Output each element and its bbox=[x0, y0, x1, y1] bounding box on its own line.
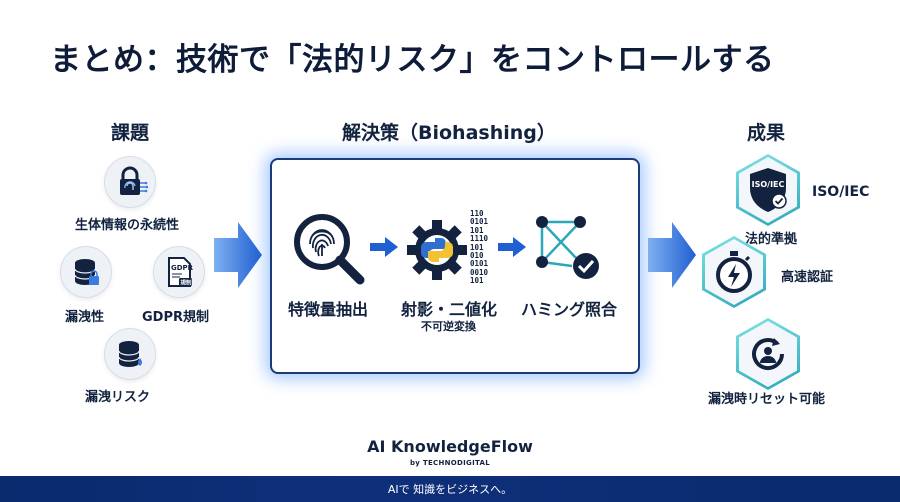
hex-badge bbox=[736, 318, 800, 390]
result-label-compliance: 法的準拠 bbox=[745, 232, 798, 247]
binary-line: 110 bbox=[470, 209, 484, 218]
stopwatch-lightning-icon bbox=[716, 251, 752, 293]
issues-heading: 課題 bbox=[111, 122, 150, 144]
issue-label-leakability: 漏洩性 bbox=[65, 310, 105, 325]
binary-column: 110 0101 101 1110 101 010 0101 0010 101 bbox=[470, 209, 494, 286]
binary-line: 101 bbox=[470, 276, 484, 286]
binary-line: 101 bbox=[470, 242, 484, 252]
lock-fingerprint-icon bbox=[104, 156, 156, 208]
binary-line: 010 bbox=[470, 251, 484, 261]
step-label-feature-extraction: 特徴量抽出 bbox=[288, 300, 369, 319]
gdpr-doc-text: GDPR bbox=[171, 264, 194, 272]
binary-line: 1110 bbox=[470, 234, 489, 244]
brand-sub: by TECHNODIGITAL bbox=[409, 459, 491, 467]
binary-line: 0010 bbox=[470, 267, 489, 277]
network-check-icon bbox=[536, 216, 599, 279]
binary-line: 0101 bbox=[470, 259, 489, 269]
fingerprint-search-icon bbox=[294, 214, 365, 285]
small-arrow-icon bbox=[370, 237, 398, 257]
result-label-reset: 漏洩時リセット可能 bbox=[708, 392, 826, 407]
arrow-right-icon bbox=[214, 222, 262, 288]
issue-label-leak-risk: 漏洩リスク bbox=[85, 390, 151, 405]
issue-label-permanence: 生体情報の永続性 bbox=[75, 218, 180, 233]
database-lock-icon bbox=[60, 246, 112, 298]
result-label-fast-auth: 高速認証 bbox=[781, 270, 834, 285]
step-label-hamming: ハミング照合 bbox=[521, 300, 618, 319]
results-heading: 成果 bbox=[747, 122, 786, 144]
database-leak-icon bbox=[104, 328, 156, 380]
step-label-projection: 射影・二値化 bbox=[401, 300, 498, 319]
binary-line: 101 bbox=[470, 225, 484, 235]
shield-badge-text: ISO/IEC bbox=[752, 180, 785, 189]
small-arrow-icon bbox=[498, 237, 526, 257]
gdpr-stamp-text: 規制 bbox=[181, 279, 193, 287]
step-sublabel-irreversible: 不可逆変換 bbox=[421, 320, 476, 333]
hex-badge: ISO/IEC bbox=[736, 154, 800, 226]
arrow-right-icon bbox=[648, 222, 696, 288]
gdpr-document-icon: GDPR 規制 bbox=[153, 246, 205, 298]
shield-check-icon: ISO/IEC bbox=[750, 168, 787, 212]
gear-python-binary-icon bbox=[407, 220, 467, 280]
reset-user-icon bbox=[752, 338, 784, 370]
solution-heading: 解決策（Biohashing） bbox=[342, 122, 556, 144]
binary-line: 0101 bbox=[470, 217, 489, 227]
page-title: まとめ：技術で「法的リスク」をコントロールする bbox=[50, 42, 775, 78]
footer-tagline: AIで 知識をビジネスへ。 bbox=[387, 483, 513, 496]
result-side-text-iso: ISO/IEC bbox=[812, 184, 870, 200]
issue-label-gdpr: GDPR規制 bbox=[142, 310, 209, 325]
footer-bar: AIで 知識をビジネスへ。 bbox=[0, 476, 900, 502]
hex-badge bbox=[702, 236, 766, 308]
brand-name: AI KnowledgeFlow bbox=[367, 437, 533, 456]
